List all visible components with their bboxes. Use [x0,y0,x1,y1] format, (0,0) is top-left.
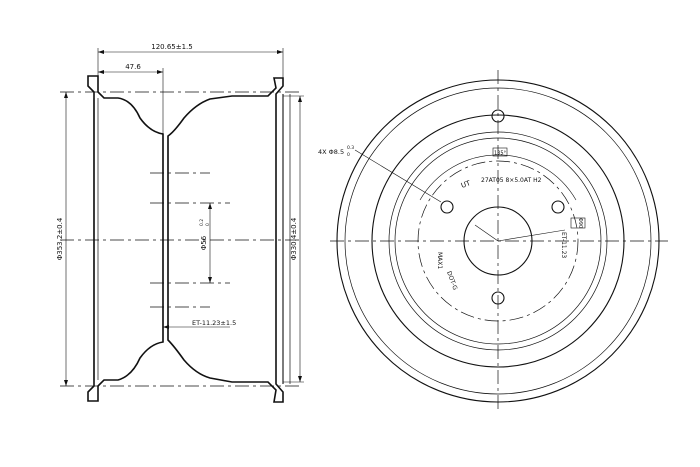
holes-tol-top: 0.3 [347,145,354,151]
bore-tol-top: 0.2 [199,219,205,226]
holes-tol-bottom: 0 [347,152,350,158]
offset-label: 47.6 [125,63,141,71]
angle-box [492,147,508,157]
flange-diameter-label: Φ353.2±0.4 [56,217,64,260]
rim-profile-outer [87,75,164,402]
side-view: 120.65±1.5 47.6 Φ353.2±0.4 Φ330.4±0.4 Φ5… [56,43,304,403]
marking-dot: DOT-G [445,270,458,291]
bore-tol-bottom: 0 [205,223,211,226]
marking-max: MAX1 [436,252,443,269]
leader-2 [474,224,499,242]
pcd-box [570,217,586,229]
overall-width-label: 120.65±1.5 [151,43,193,51]
bore-diameter-label: Φ56 [200,235,208,250]
front-et-label: ET-11.23 [560,232,567,258]
rim-profile-inner [167,77,284,403]
marking-ut: UT [460,179,472,190]
angle-arc [419,154,577,201]
marking-spec: 27AT05 8×5.0AT H2 [481,177,542,184]
bead-diameter-label: Φ330.4±0.4 [290,217,298,260]
leader-1 [497,229,566,242]
bolt-hole-2 [551,200,565,214]
angle-label: 135° [494,151,507,157]
front-view: 4X Φ8.5 0.3 0 135° UT 27AT05 8×5.0AT H2 … [318,70,668,412]
et-offset-label: ET-11.23±1.5 [192,319,236,327]
holes-label: 4X Φ8.5 [318,148,344,156]
bolt-hole-1 [440,200,454,214]
valve-hole [491,109,505,123]
pcd-label: Φ90 [577,218,583,228]
bolt-hole-3 [491,291,505,305]
